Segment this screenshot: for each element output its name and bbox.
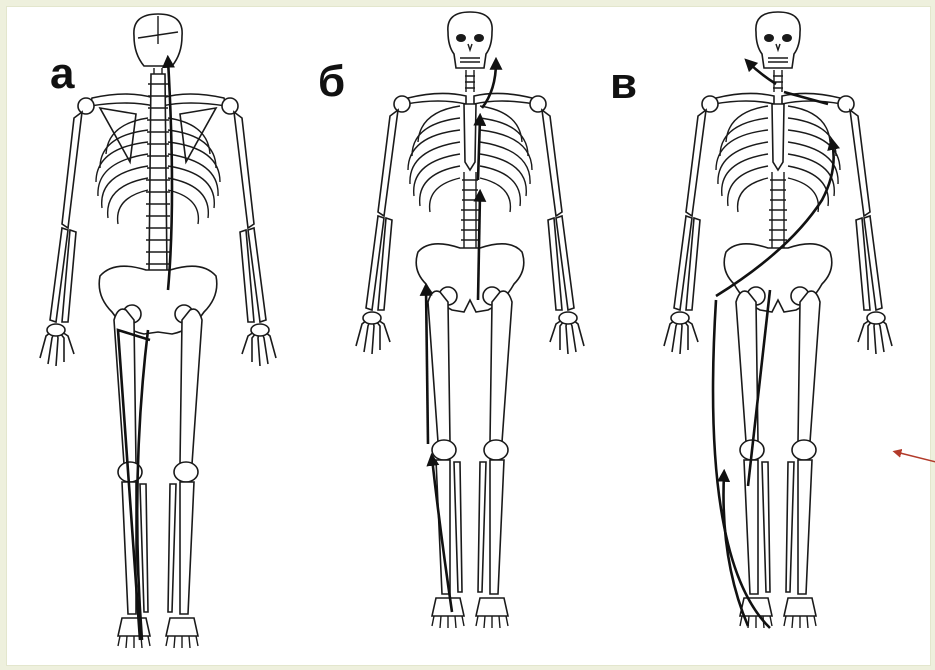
skeleton-back-view xyxy=(40,14,276,648)
thigh-arrow-b xyxy=(426,288,428,444)
skeleton-front-view-c xyxy=(664,12,892,628)
chest-arrow-b xyxy=(478,118,480,180)
pointer-arrow xyxy=(896,452,935,462)
skeleton-front-view-b xyxy=(356,12,584,628)
spine-arrow-a xyxy=(168,60,172,290)
